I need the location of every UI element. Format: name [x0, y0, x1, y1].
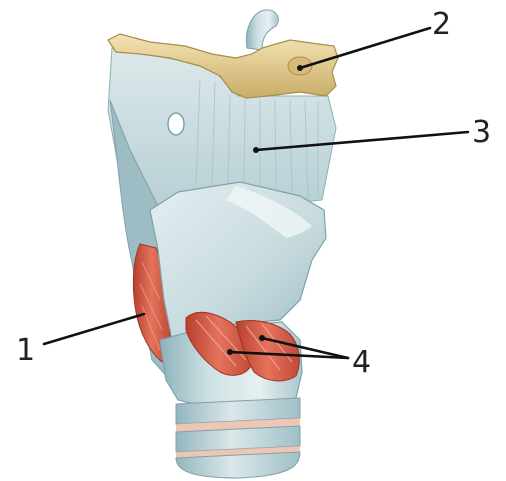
leader-dot-3 — [253, 147, 259, 153]
leader-dot-4a — [259, 335, 265, 341]
label-4: 4 — [352, 345, 371, 380]
trachea — [176, 398, 300, 478]
leader-line-1 — [44, 314, 144, 344]
label-1: 1 — [16, 333, 35, 368]
epiglottis — [246, 10, 278, 50]
label-2: 2 — [432, 7, 451, 42]
membrane-foramen — [168, 113, 184, 135]
leader-dot-4b — [227, 349, 233, 355]
label-3: 3 — [472, 115, 491, 150]
thyroid-lamina — [150, 182, 326, 340]
leader-dot-2 — [297, 65, 303, 71]
